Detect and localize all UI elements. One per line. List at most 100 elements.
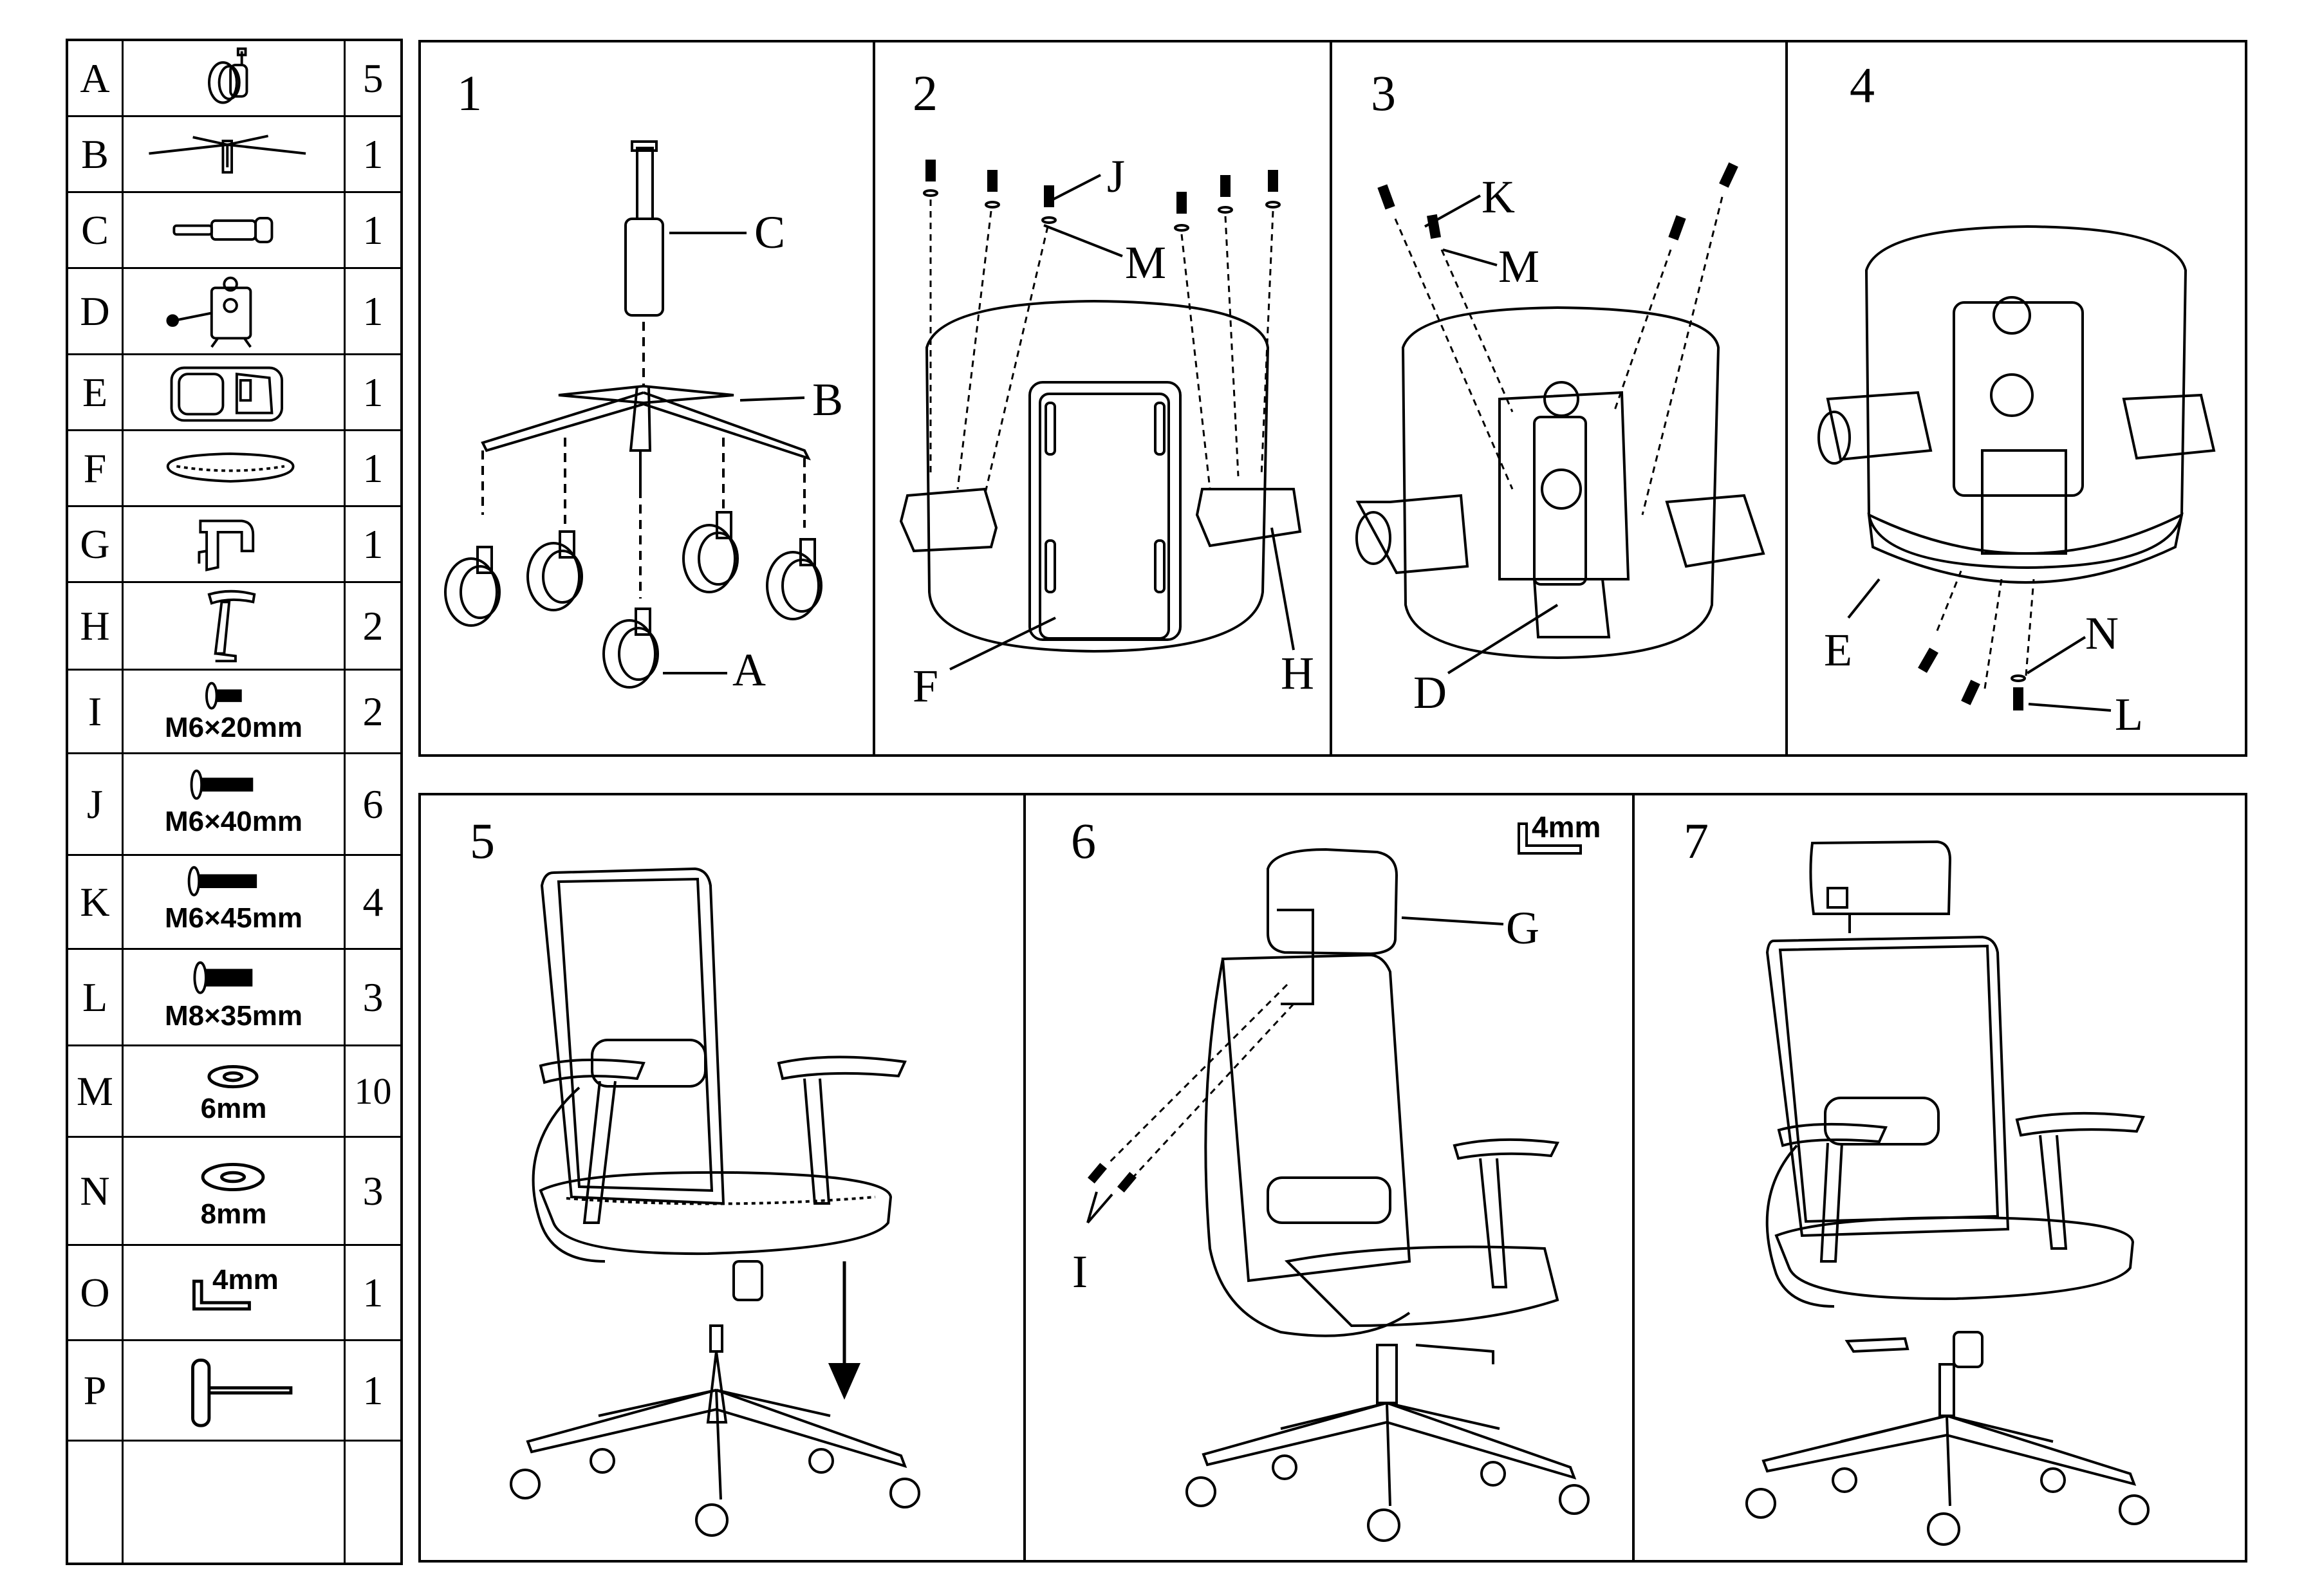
part-qty: 1 (344, 193, 400, 267)
part-letter: M (68, 1046, 124, 1136)
bolt-cell: M8×35mm (124, 950, 344, 1044)
part-row-g: G 1 (68, 507, 400, 583)
star-base-icon (124, 117, 344, 191)
part-letter: P (68, 1341, 124, 1440)
part-qty: 6 (344, 754, 400, 854)
part-row-empty (68, 1442, 400, 1563)
bolt-size-label: M6×45mm (164, 902, 302, 934)
part-row-d: D 1 (68, 269, 400, 355)
bolt-size-label: M6×20mm (164, 712, 302, 743)
step-number: 4 (1850, 57, 1875, 113)
part-qty: 3 (344, 950, 400, 1044)
part-letter: C (68, 193, 124, 267)
step-number: 1 (457, 65, 482, 121)
part-qty: 2 (344, 671, 400, 752)
part-letter: O (68, 1246, 124, 1339)
label-a: A (732, 644, 766, 696)
panel-divider (1023, 793, 1026, 1563)
part-letter: J (68, 754, 124, 854)
bolt-size-label: M6×40mm (164, 806, 302, 837)
part-row-b: B 1 (68, 117, 400, 193)
step-number: 7 (1684, 813, 1709, 869)
bolt-cell: M6×40mm (124, 754, 344, 854)
part-row-l: L M8×35mm 3 (68, 950, 400, 1046)
part-qty: 1 (344, 507, 400, 581)
part-letter: B (68, 117, 124, 191)
part-row-h: H 2 (68, 583, 400, 671)
steps-bottom-row (418, 793, 2247, 1563)
t-handle-wrench-icon (124, 1341, 344, 1440)
part-qty: 1 (344, 117, 400, 191)
washer-cell: 6mm (124, 1046, 344, 1136)
label-m: M (1125, 237, 1167, 288)
step-number: 5 (470, 813, 495, 869)
headrest-bracket-icon (124, 507, 344, 581)
backrest-icon (124, 355, 344, 429)
part-qty: 2 (344, 583, 400, 669)
part-qty-empty (344, 1442, 400, 1563)
label-b: B (812, 374, 844, 425)
part-letter: L (68, 950, 124, 1044)
step-number: 3 (1371, 65, 1396, 121)
caster-wheel-icon (124, 41, 344, 115)
label-l: L (2115, 689, 2143, 740)
part-row-n: N 8mm 3 (68, 1138, 400, 1246)
part-letter: I (68, 671, 124, 752)
allen-key-cell: 4mm (124, 1246, 344, 1339)
part-letter: N (68, 1138, 124, 1244)
bolt-cell: M6×20mm (124, 671, 344, 752)
part-row-m: M 6mm 10 (68, 1046, 400, 1138)
part-letter: E (68, 355, 124, 429)
tilt-mechanism-icon (124, 269, 344, 353)
label-m: M (1498, 241, 1540, 292)
part-row-k: K M6×45mm 4 (68, 856, 400, 950)
part-qty: 1 (344, 431, 400, 505)
part-letter: D (68, 269, 124, 353)
label-c: C (754, 207, 786, 258)
part-qty: 1 (344, 269, 400, 353)
bolt-icon (190, 769, 254, 800)
part-row-j: J M6×40mm 6 (68, 754, 400, 856)
label-k: K (1482, 171, 1515, 223)
part-row-c: C 1 (68, 193, 400, 269)
part-qty: 10 (344, 1046, 400, 1136)
part-qty: 5 (344, 41, 400, 115)
part-row-f: F 1 (68, 431, 400, 507)
label-j: J (1107, 151, 1126, 202)
part-qty: 4 (344, 856, 400, 948)
allen-key-size-label: 4mm (212, 1264, 279, 1295)
part-row-i: I M6×20mm 2 (68, 671, 400, 754)
washer-icon (207, 1064, 259, 1089)
panel-divider (1330, 40, 1332, 757)
part-qty: 3 (344, 1138, 400, 1244)
part-qty: 1 (344, 355, 400, 429)
part-qty: 1 (344, 1246, 400, 1339)
washer-icon (201, 1163, 265, 1191)
part-letter: K (68, 856, 124, 948)
armrest-icon (124, 583, 344, 669)
bolt-cell: M6×45mm (124, 856, 344, 948)
seat-cushion-icon (124, 431, 344, 505)
panel-divider (873, 40, 875, 757)
label-d: D (1413, 667, 1447, 718)
part-letter: G (68, 507, 124, 581)
label-f: F (913, 660, 939, 712)
part-letter: A (68, 41, 124, 115)
part-row-a: A 5 (68, 41, 400, 117)
panel-divider (1785, 40, 1788, 757)
bolt-icon (187, 866, 257, 896)
panel-divider (1632, 793, 1635, 1563)
label-g: G (1506, 902, 1539, 954)
allen-key-size-label: 4mm (1532, 810, 1601, 844)
label-h: H (1281, 647, 1314, 699)
part-row-o: O 4mm 1 (68, 1246, 400, 1341)
allen-key-icon (1518, 822, 1582, 855)
part-letter: F (68, 431, 124, 505)
bolt-icon (193, 961, 253, 994)
